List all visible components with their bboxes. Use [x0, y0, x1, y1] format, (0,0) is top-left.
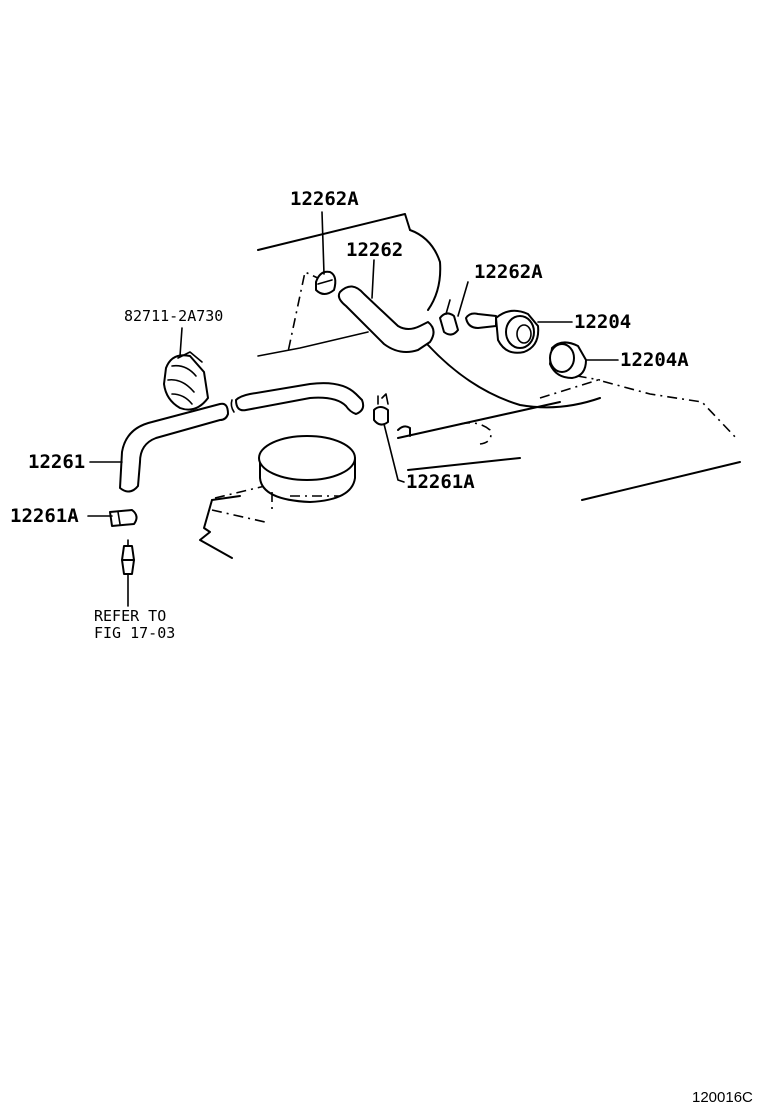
leader-lines	[87, 211, 619, 607]
clamp-12262a-top	[315, 270, 337, 295]
label-12262: 12262	[346, 239, 403, 261]
label-12204: 12204	[574, 311, 631, 333]
label-12261a-left: 12261A	[10, 505, 79, 527]
oil-filler-cap	[258, 435, 356, 510]
figure-code: 120016C	[692, 1089, 753, 1106]
clamp-12261a-mid	[373, 393, 389, 426]
clamp-bracket-82711	[163, 351, 209, 411]
hose-12261	[119, 382, 365, 493]
refer-note-line2: FIG 17-03	[94, 624, 175, 642]
label-12261: 12261	[28, 451, 85, 473]
grommet-12204a	[549, 341, 587, 379]
label-12262a-right: 12262A	[474, 261, 543, 283]
pcv-valve-12204	[465, 309, 540, 354]
hose-12262	[337, 285, 435, 353]
clamp-12262a-right	[439, 299, 459, 336]
label-12261a-mid: 12261A	[406, 471, 475, 493]
label-12204a: 12204A	[620, 349, 689, 371]
union-fitting	[121, 539, 135, 575]
clamp-12261a-left	[109, 509, 138, 527]
cylinder-head-outline	[199, 213, 741, 559]
refer-note-line1: REFER TO	[94, 607, 166, 625]
label-12262a-top: 12262A	[290, 188, 359, 210]
label-82711-2a730: 82711-2A730	[124, 307, 223, 325]
